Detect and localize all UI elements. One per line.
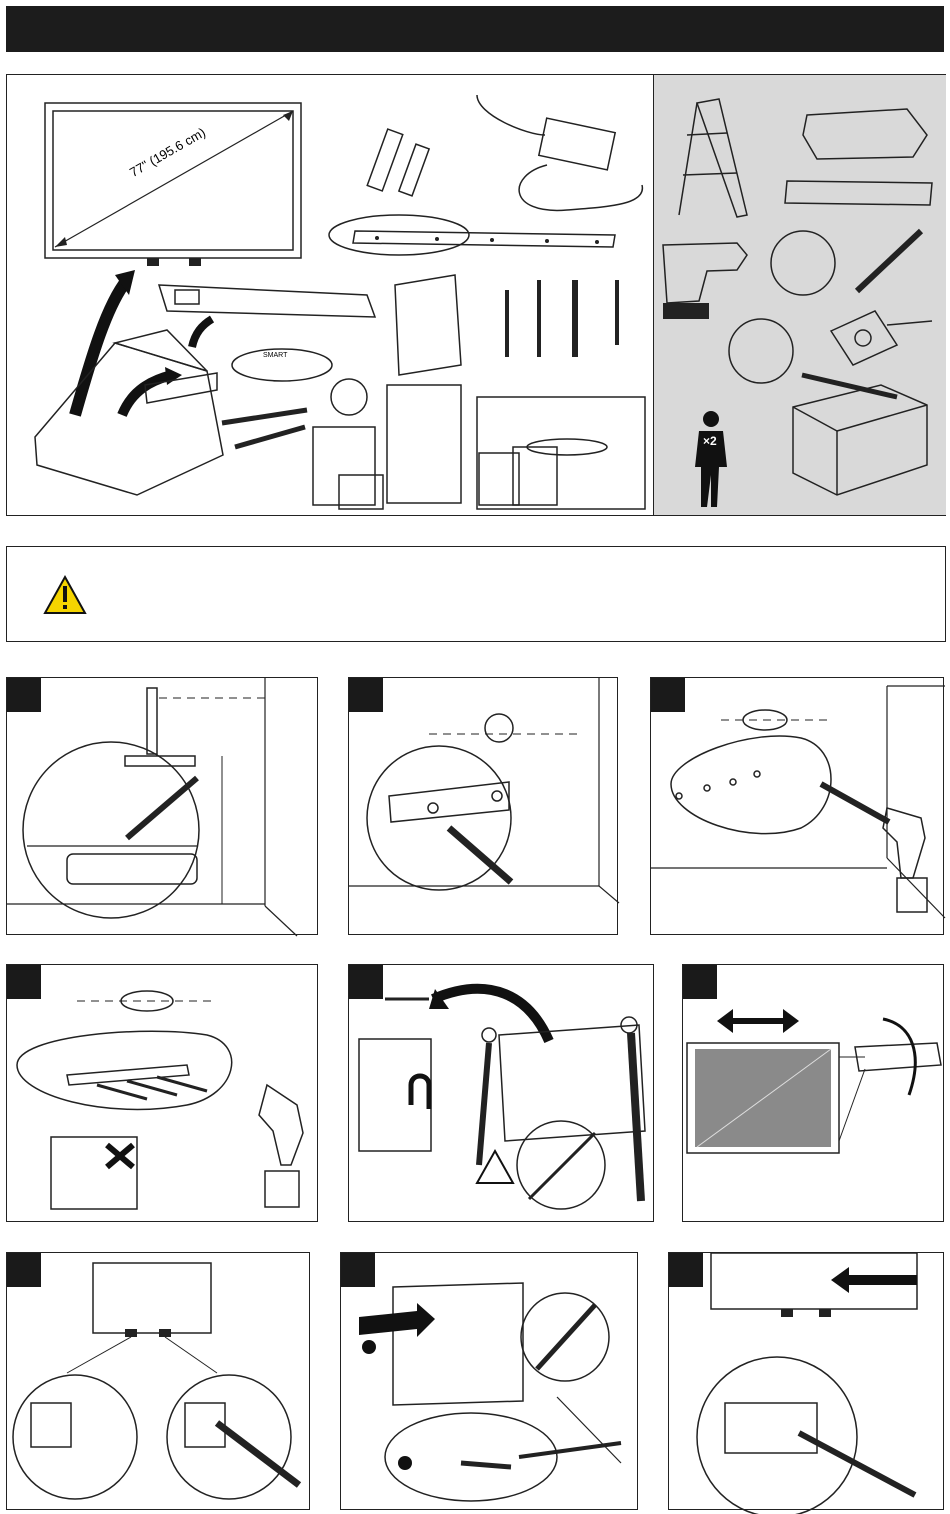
step-panel-8: [340, 1252, 638, 1510]
step-panel-3: [650, 677, 944, 935]
step-1-illustration: [7, 678, 319, 936]
step-panel-4: [6, 964, 318, 1222]
eraser-brand-label: SMART: [263, 352, 288, 359]
step-7-illustration: [7, 1253, 311, 1511]
page-title: [6, 6, 944, 30]
package-contents-panel: SMART: [6, 74, 946, 516]
page-header-bar: [6, 6, 944, 52]
step-4-illustration: [7, 965, 319, 1223]
people-count-label: ×2: [703, 434, 717, 448]
step-5-illustration: [349, 965, 655, 1223]
warning-panel: [6, 546, 946, 642]
step-8-illustration: [341, 1253, 639, 1511]
step-panel-2: [348, 677, 618, 935]
contents-illustration: SMART: [7, 75, 947, 517]
step-panel-5: [348, 964, 654, 1222]
step-9-illustration: [669, 1253, 945, 1511]
warning-icon: [45, 577, 105, 637]
step-panel-9: [668, 1252, 944, 1510]
step-2-illustration: [349, 678, 619, 936]
step-6-illustration: [683, 965, 945, 1223]
step-3-illustration: [651, 678, 945, 936]
step-panel-7: [6, 1252, 310, 1510]
step-panel-6: [682, 964, 944, 1222]
step-panel-1: [6, 677, 318, 935]
